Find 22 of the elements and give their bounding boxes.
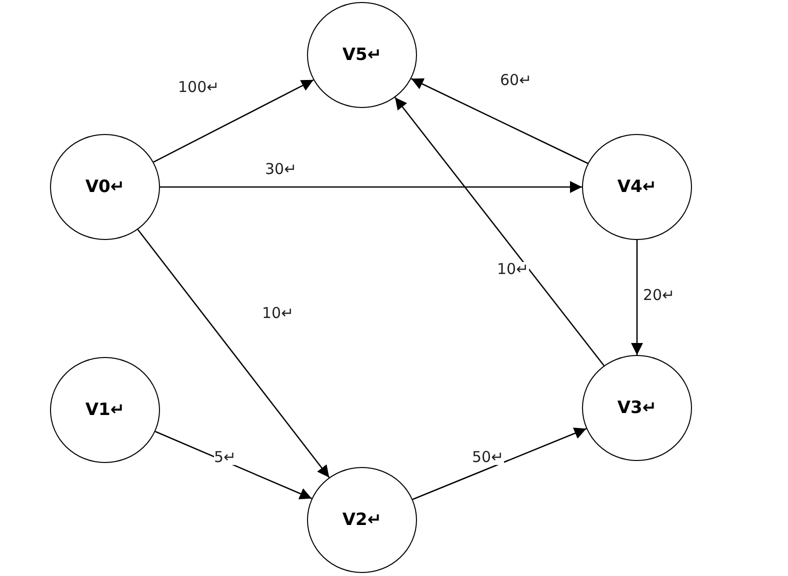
arrow: [394, 96, 604, 366]
node-label: V1↵: [85, 400, 125, 420]
edge-label: 30↵: [265, 162, 297, 177]
arrow: [412, 428, 587, 500]
node-label: V3↵: [617, 398, 657, 418]
edge-label: 20↵: [643, 288, 675, 303]
edge-label: 100↵: [178, 80, 220, 95]
edge-label: 60↵: [500, 73, 532, 88]
arrow: [155, 430, 312, 500]
arrow: [631, 240, 643, 355]
arrow: [410, 78, 588, 164]
edge-label: 10↵: [497, 262, 529, 277]
arrow: [137, 229, 330, 478]
edge-label: 5↵: [214, 450, 236, 465]
node-label: V2↵: [342, 510, 382, 530]
node-label: V0↵: [85, 177, 125, 197]
edge-label: 50↵: [472, 450, 504, 465]
arrow: [160, 181, 582, 193]
node-label: V4↵: [617, 177, 657, 197]
node-label: V5↵: [342, 45, 382, 65]
edge-label: 10↵: [262, 306, 294, 321]
arrow: [153, 79, 314, 163]
